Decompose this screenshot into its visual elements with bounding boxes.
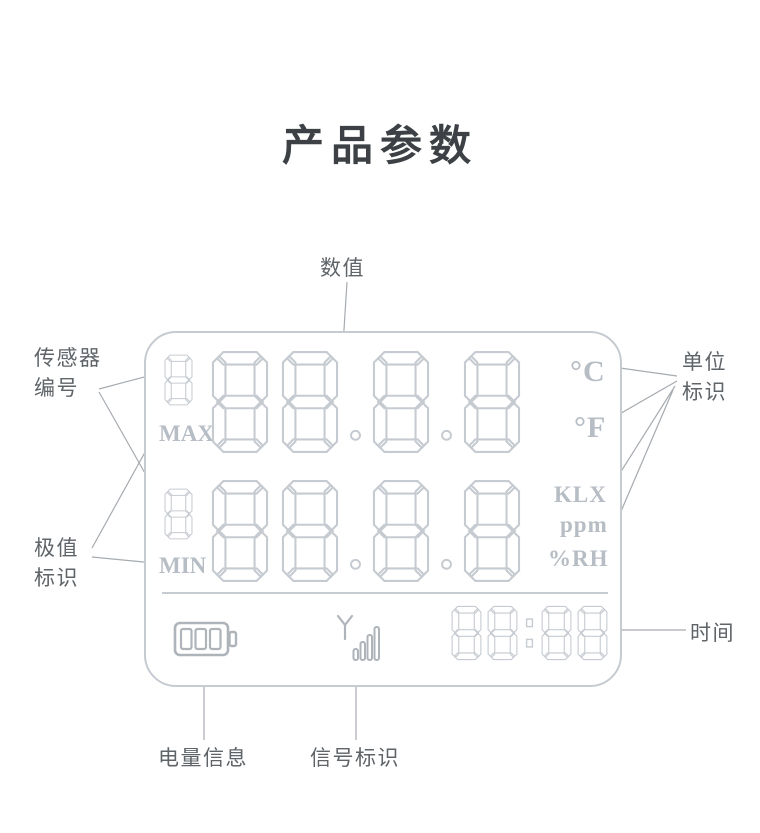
- label-value: 数值: [320, 257, 365, 280]
- label-time: 时间: [690, 622, 735, 645]
- unit-fahrenheit: °F: [574, 411, 607, 444]
- unit-rh: %RH: [548, 546, 609, 571]
- page-title: 产品参数: [281, 122, 478, 169]
- battery-icon: [173, 621, 238, 657]
- label-sensor-number: 传感器 编号: [34, 344, 102, 404]
- label-sensor-number-line1: 传感器: [34, 347, 102, 370]
- unit-klx: KLX: [554, 482, 607, 507]
- label-extreme-line2: 标识: [34, 567, 79, 590]
- value-display-row1: [209, 350, 523, 454]
- label-units: 单位 标识: [682, 348, 727, 408]
- label-units-line1: 单位: [682, 351, 727, 374]
- label-units-line2: 标识: [682, 381, 727, 404]
- unit-celsius: °C: [570, 355, 606, 388]
- label-sensor-number-line2: 编号: [34, 377, 79, 400]
- signal-icon: [336, 614, 380, 661]
- unit-ppm: ppm: [560, 512, 608, 537]
- time-display: [451, 604, 608, 662]
- max-indicator: MAX: [159, 421, 214, 446]
- lcd-panel: MAX °C °F MIN KLX ppm %RH: [144, 331, 622, 687]
- sensor-number-digit-top: [164, 352, 193, 408]
- label-battery: 电量信息: [158, 747, 248, 770]
- min-indicator: MIN: [159, 553, 207, 578]
- value-display-row2: [209, 479, 523, 583]
- lcd-divider: [162, 592, 608, 594]
- label-signal: 信号标识: [310, 747, 400, 770]
- label-extreme-line1: 极值: [34, 537, 79, 560]
- label-extreme: 极值 标识: [34, 534, 79, 594]
- sensor-number-digit-bottom: [164, 486, 193, 542]
